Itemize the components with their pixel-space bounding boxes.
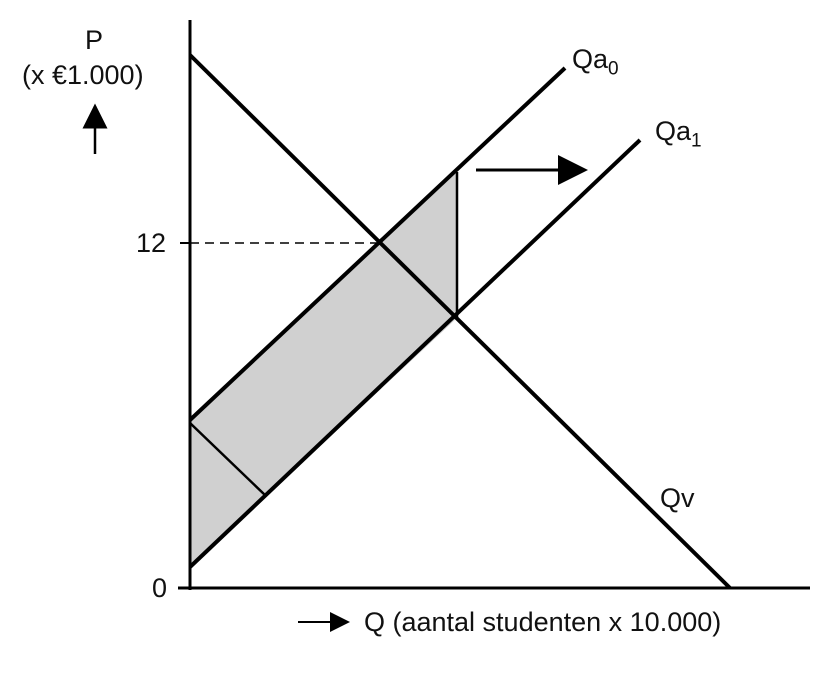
label-qv: Qv	[660, 483, 695, 513]
label-qa0-sub: 0	[608, 58, 619, 80]
label-qa1: Qa1	[655, 116, 702, 152]
label-qa1-sub: 1	[691, 130, 702, 152]
y-axis-label: P	[85, 25, 104, 55]
demand-curve-qv	[188, 53, 732, 590]
label-qa0-main: Qa	[572, 44, 609, 74]
shaded-area	[190, 172, 457, 567]
supply-curve-qa1	[188, 138, 642, 569]
inner-diagonal-line	[189, 422, 267, 497]
label-qa0: Qa0	[572, 44, 619, 80]
label-qa1-main: Qa	[655, 116, 692, 146]
tick-label-12: 12	[136, 228, 167, 258]
x-axis-label: Q (aantal studenten x 10.000)	[364, 607, 722, 637]
y-axis-unit: (x €1.000)	[22, 60, 144, 90]
origin-label: 0	[152, 573, 168, 603]
supply-curve-qa0	[188, 66, 567, 422]
